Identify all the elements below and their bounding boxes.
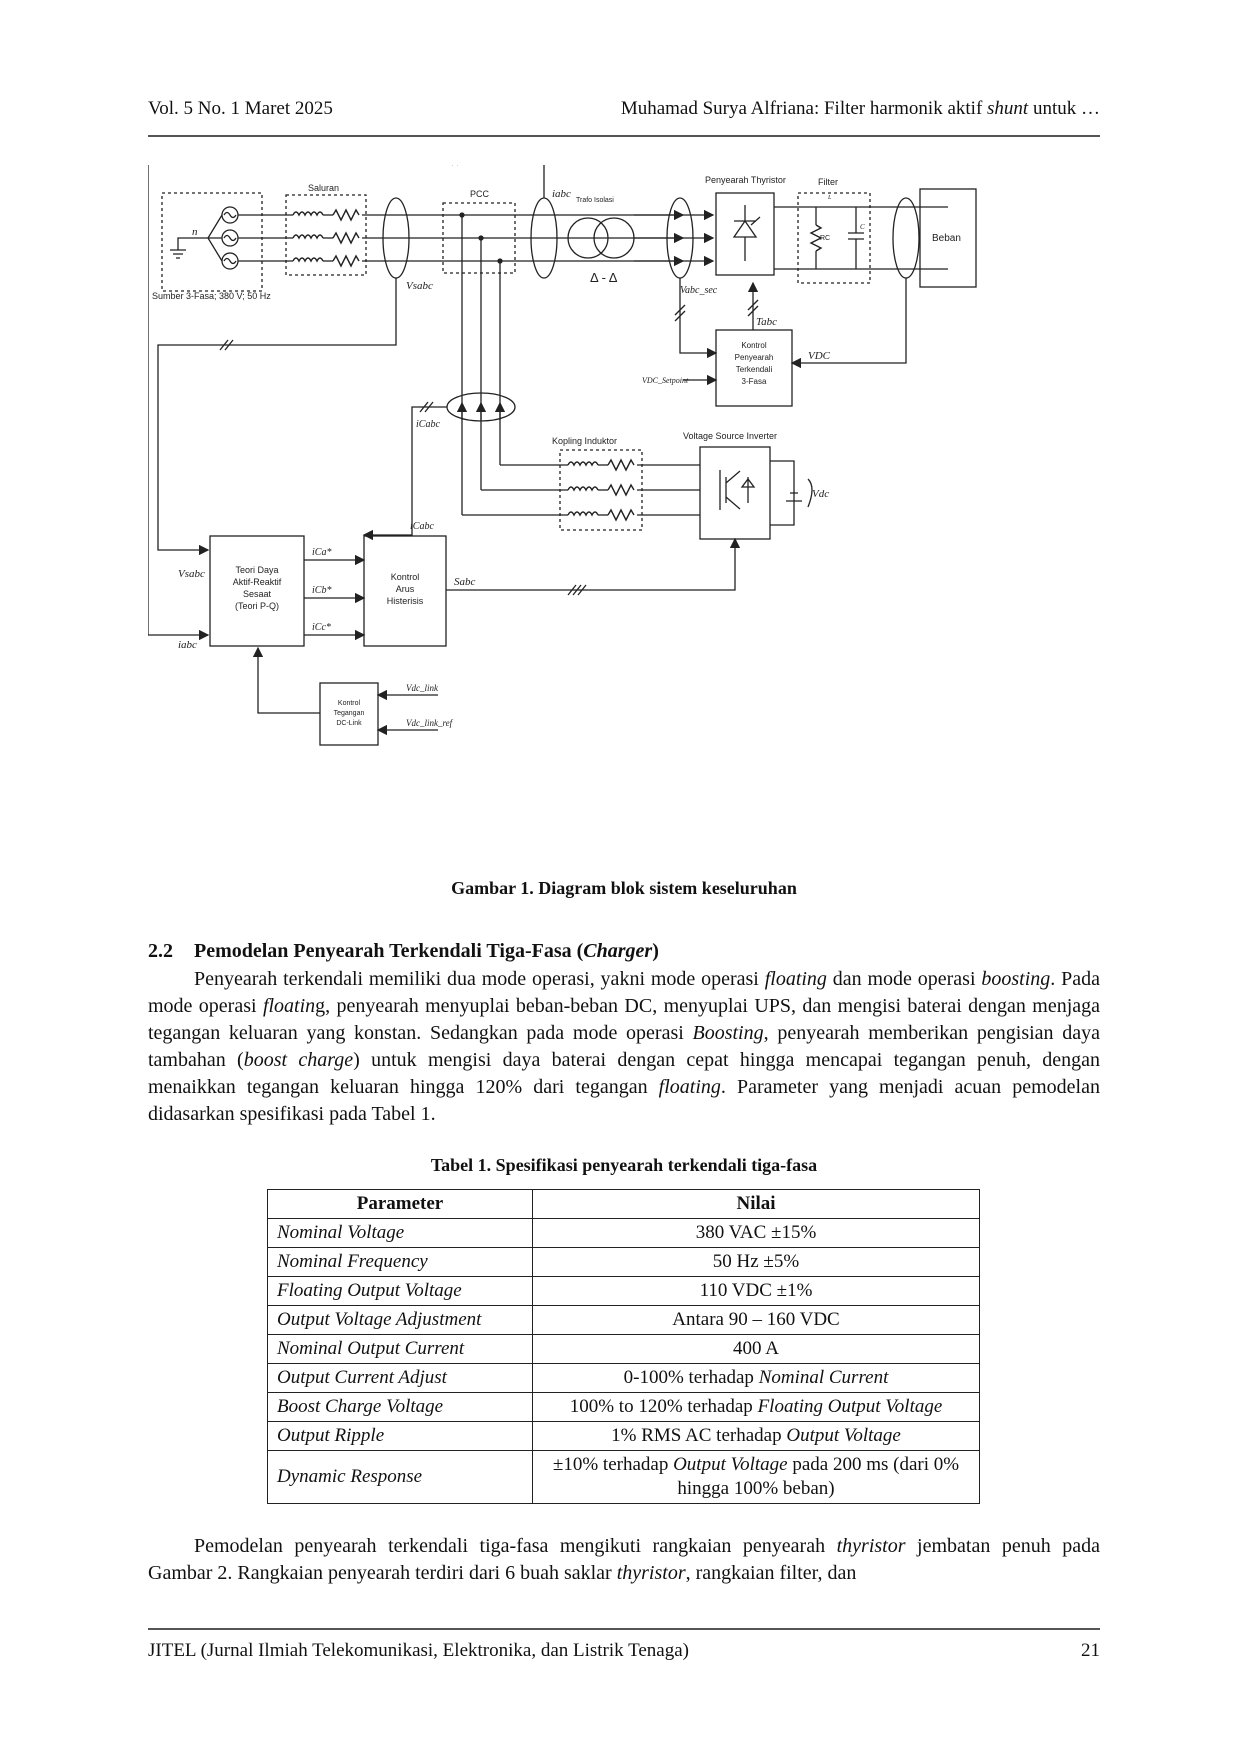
label-kontrol-penyearah-1: Kontrol: [741, 341, 767, 350]
label-delta: Δ - Δ: [590, 270, 618, 285]
label-icabc-bottom: iCabc: [410, 521, 434, 532]
label-penyearah-thyristor: Penyearah Thyristor: [705, 175, 786, 185]
label-vdc-link: Vdc_link: [406, 683, 439, 693]
table-caption: Tabel 1. Spesifikasi penyearah terkendal…: [430, 1155, 818, 1175]
label-vdc-setpoint: VDC_Setpoint: [642, 376, 689, 385]
source-box: [161, 192, 263, 292]
label-vdc-link-ref: Vdc_link_ref: [406, 718, 454, 728]
label-kontrol-arus-3: Histerisis: [387, 596, 424, 606]
label-filter: Filter: [818, 177, 838, 187]
line-impedance-box: [285, 194, 367, 276]
paragraph-1: Penyearah terkendali memiliki dua mode o…: [148, 968, 1101, 1125]
block-diagram-figure: Saluran PCC Trafo Isolasi Sumber 3-Fasa;…: [148, 165, 977, 746]
label-teori-1: Teori Daya: [235, 565, 278, 575]
label-filter-c: C: [860, 223, 865, 231]
label-kontrol-tegangan-3: DC-Link: [336, 720, 362, 727]
label-vsabc-top: Vsabc: [406, 280, 433, 292]
label-iabc-left: iabc: [178, 639, 197, 651]
header-volume: Vol. 5 No. 1 Maret 2025: [148, 98, 333, 119]
footer-journal: JITEL (Jurnal Ilmiah Telekomunikasi, Ele…: [148, 1640, 689, 1661]
label-iabc-top: iabc: [552, 188, 571, 200]
section-number: 2.2: [148, 940, 173, 962]
label-vabc-sec: Vabc_sec: [680, 285, 718, 296]
pcc-box: [442, 202, 516, 274]
label-beban: Beban: [932, 233, 961, 244]
vsi-block: [699, 446, 771, 540]
label-icabc-top: iCabc: [416, 419, 440, 430]
load-sensor: [892, 197, 920, 279]
header-author-title: Muhamad Surya Alfriana: Filter harmonik …: [620, 98, 1100, 119]
label-sabc: Sabc: [454, 576, 476, 588]
label-kontrol-arus-1: Kontrol: [391, 572, 420, 582]
table-header-row: Parameter Nilai: [267, 1189, 980, 1219]
label-kopling: Kopling Induktor: [552, 436, 617, 446]
label-vsi: Voltage Source Inverter: [683, 431, 777, 441]
label-teori-3: Sesaat: [243, 589, 272, 599]
label-icc: iCc*: [312, 622, 331, 633]
label-kontrol-penyearah-2: Penyearah: [735, 353, 774, 362]
footer-rule: [148, 1628, 1100, 1630]
label-kontrol-penyearah-4: 3-Fasa: [742, 377, 767, 386]
transformer-primary-icon: [567, 217, 609, 259]
dc-link-voltage-control-block: [319, 682, 379, 746]
thyristor-rectifier-block: [715, 192, 775, 276]
label-trafo: Trafo Isolasi: [576, 197, 614, 204]
table-header-parameter: Parameter: [267, 1189, 533, 1219]
label-sumber: Sumber 3-Fasa; 380 V; 50 Hz: [152, 291, 271, 301]
label-kontrol-arus-2: Arus: [396, 584, 415, 594]
label-vsabc-left: Vsabc: [178, 568, 205, 580]
table-row: Dynamic Response±10% terhadap Output Vol…: [267, 1450, 980, 1504]
hysteresis-current-control-block: [363, 535, 447, 647]
page-number: 21: [1081, 1640, 1100, 1661]
label-icb: iCb*: [312, 585, 331, 596]
label-vdc-cap: Vdc: [812, 488, 829, 500]
label-filter-l: L: [827, 195, 832, 201]
table-header-nilai: Nilai: [532, 1189, 980, 1219]
pq-theory-block: [209, 535, 305, 647]
label-n: n: [192, 226, 198, 238]
header-rule: [148, 135, 1100, 137]
label-vdc: VDC: [808, 350, 831, 362]
label-teori-4: (Teori P-Q): [235, 601, 279, 611]
label-saluran: Saluran: [308, 183, 339, 193]
load-block: [919, 188, 977, 288]
label-kontrol-penyearah-3: Terkendali: [736, 365, 773, 374]
label-filter-rc: RC: [820, 235, 830, 242]
label-pcc: PCC: [470, 189, 490, 199]
label-kontrol-tegangan-1: Kontrol: [338, 700, 361, 707]
label-ica: iCa*: [312, 547, 331, 558]
label-teori-2: Aktif-Reaktif: [233, 577, 282, 587]
filter-box: [797, 192, 871, 284]
label-tabc: Tabc: [756, 316, 777, 328]
paragraph-2: Pemodelan penyearah terkendali tiga-fasa…: [148, 1535, 1101, 1584]
figure-caption: Gambar 1. Diagram blok sistem keseluruha…: [451, 878, 797, 898]
label-kontrol-tegangan-2: Tegangan: [334, 710, 365, 717]
